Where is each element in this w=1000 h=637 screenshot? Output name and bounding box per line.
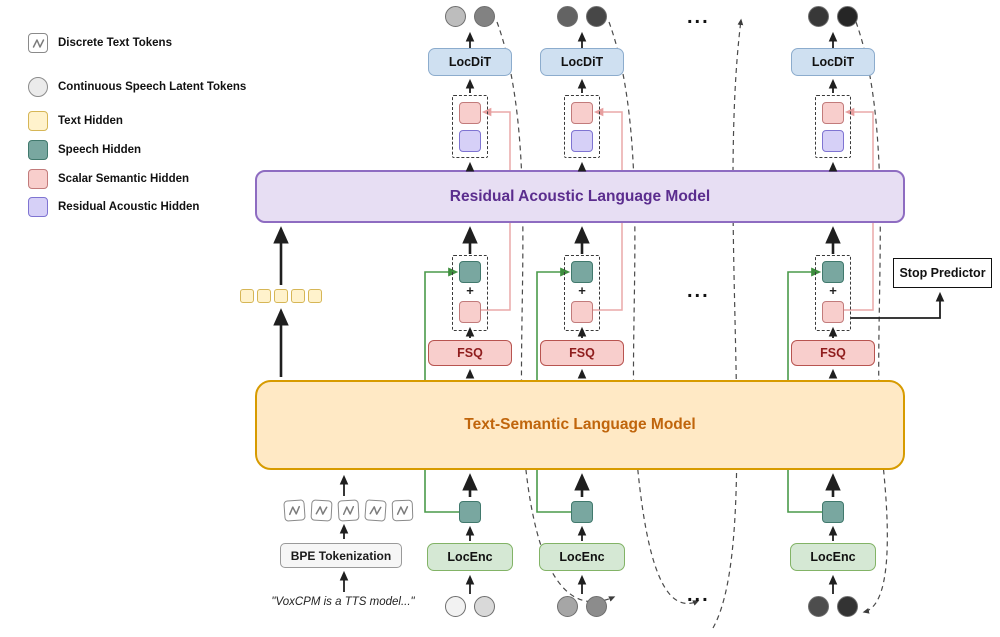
bpe-label: BPE Tokenization (290, 548, 392, 563)
residual-acoustic-hidden-square (571, 130, 593, 152)
legend-label: Continuous Speech Latent Tokens (58, 81, 247, 93)
legend-item-scalar-semantic-hidden: Scalar Semantic Hidden (28, 168, 189, 190)
speech-hidden-square (571, 501, 593, 523)
speech-latent-circle (557, 596, 578, 617)
speech-latent-circle (837, 596, 858, 617)
stop-predictor-connector (851, 291, 945, 319)
plus-operator: + (829, 283, 837, 298)
speech-hidden-swatch (28, 140, 48, 160)
speech-hidden-square (459, 501, 481, 523)
ellipsis: ... (687, 6, 710, 28)
scalar-semantic-hidden-square (571, 102, 593, 124)
plus-operator: + (466, 283, 474, 298)
speech-latent-circle (586, 596, 607, 617)
legend-label: Scalar Semantic Hidden (58, 173, 190, 185)
residual-acoustic-hidden-square (459, 130, 481, 152)
fsq-box: FSQ (540, 340, 624, 366)
locdit-label: LocDiT (448, 55, 492, 69)
ralm-label: Residual Acoustic Language Model (449, 187, 711, 205)
text-hidden-square (308, 289, 322, 303)
locdit-label: LocDiT (811, 55, 855, 69)
text-hidden-square (274, 289, 288, 303)
speech-latent-circle-icon (28, 77, 48, 97)
locenc-box: LocEnc (539, 543, 625, 571)
locenc-label: LocEnc (810, 550, 856, 564)
scalar-semantic-hidden-square (459, 102, 481, 124)
locenc-box: LocEnc (790, 543, 876, 571)
autoregressive-curve (855, 21, 888, 614)
zigzag-icon (315, 506, 328, 515)
legend-item-text-hidden: Text Hidden (28, 110, 123, 132)
discrete-text-token (364, 499, 387, 522)
speech-latent-circle (808, 596, 829, 617)
plus-operator: + (578, 283, 586, 298)
autoregressive-curve (712, 18, 744, 629)
fsq-label: FSQ (457, 346, 483, 360)
discrete-text-token (337, 499, 360, 522)
zigzag-icon (32, 38, 44, 48)
speech-latent-circle (445, 6, 466, 27)
locdit-box: LocDiT (540, 48, 624, 76)
locdit-box: LocDiT (428, 48, 512, 76)
speech-hidden-square (822, 261, 844, 283)
speech-latent-circle (586, 6, 607, 27)
residual-acoustic-hidden-swatch (28, 197, 48, 217)
tslm-label: Text-Semantic Language Model (464, 416, 696, 433)
text-semantic-language-model-box: Text-Semantic Language Model (255, 380, 905, 470)
zigzag-icon (369, 506, 382, 515)
legend-label: Text Hidden (58, 115, 123, 127)
fsq-label: FSQ (820, 346, 846, 360)
speech-latent-circle (808, 6, 829, 27)
speech-latent-circle (837, 6, 858, 27)
scalar-semantic-hidden-square (822, 102, 844, 124)
input-text: "VoxCPM is a TTS model..." (271, 596, 415, 608)
text-hidden-square (240, 289, 254, 303)
residual-acoustic-hidden-square (822, 130, 844, 152)
scalar-semantic-hidden-swatch (28, 169, 48, 189)
legend-item-speech-hidden: Speech Hidden (28, 139, 141, 161)
legend-item-discrete-text-tokens: Discrete Text Tokens (28, 32, 172, 54)
ellipsis: ... (687, 280, 710, 302)
speech-latent-circle (474, 6, 495, 27)
legend-label: Speech Hidden (58, 144, 142, 156)
zigzag-token-icon (28, 33, 48, 53)
scalar-semantic-hidden-square (571, 301, 593, 323)
zigzag-icon (289, 505, 300, 516)
fsq-box: FSQ (428, 340, 512, 366)
legend-item-residual-acoustic-hidden: Residual Acoustic Hidden (28, 196, 199, 218)
discrete-text-token (391, 499, 414, 522)
stop-predictor-label: Stop Predictor (899, 266, 986, 280)
legend-label: Discrete Text Tokens (58, 37, 172, 49)
speech-hidden-square (571, 261, 593, 283)
autoregressive-curve (608, 21, 700, 606)
discrete-text-token (283, 499, 306, 522)
text-hidden-square (291, 289, 305, 303)
text-hidden-square (257, 289, 271, 303)
legend-item-continuous-speech-latents: Continuous Speech Latent Tokens (28, 76, 246, 98)
zigzag-icon (342, 505, 355, 516)
zigzag-icon (396, 506, 409, 515)
text-hidden-swatch (28, 111, 48, 131)
residual-acoustic-language-model-box: Residual Acoustic Language Model (255, 170, 905, 223)
ellipsis: ... (687, 584, 710, 606)
fsq-box: FSQ (791, 340, 875, 366)
locdit-label: LocDiT (560, 55, 604, 69)
speech-latent-circle (474, 596, 495, 617)
locenc-label: LocEnc (559, 550, 605, 564)
bpe-tokenization-box: BPE Tokenization (280, 543, 402, 568)
locdit-box: LocDiT (791, 48, 875, 76)
discrete-text-token (310, 499, 333, 522)
speech-latent-circle (557, 6, 578, 27)
legend-label: Residual Acoustic Hidden (58, 201, 200, 213)
locenc-box: LocEnc (427, 543, 513, 571)
fsq-label: FSQ (569, 346, 595, 360)
speech-hidden-square (822, 501, 844, 523)
scalar-semantic-hidden-square (459, 301, 481, 323)
locenc-label: LocEnc (447, 550, 493, 564)
speech-latent-circle (445, 596, 466, 617)
scalar-semantic-hidden-square (822, 301, 844, 323)
stop-predictor-box: Stop Predictor (893, 258, 992, 288)
speech-hidden-square (459, 261, 481, 283)
